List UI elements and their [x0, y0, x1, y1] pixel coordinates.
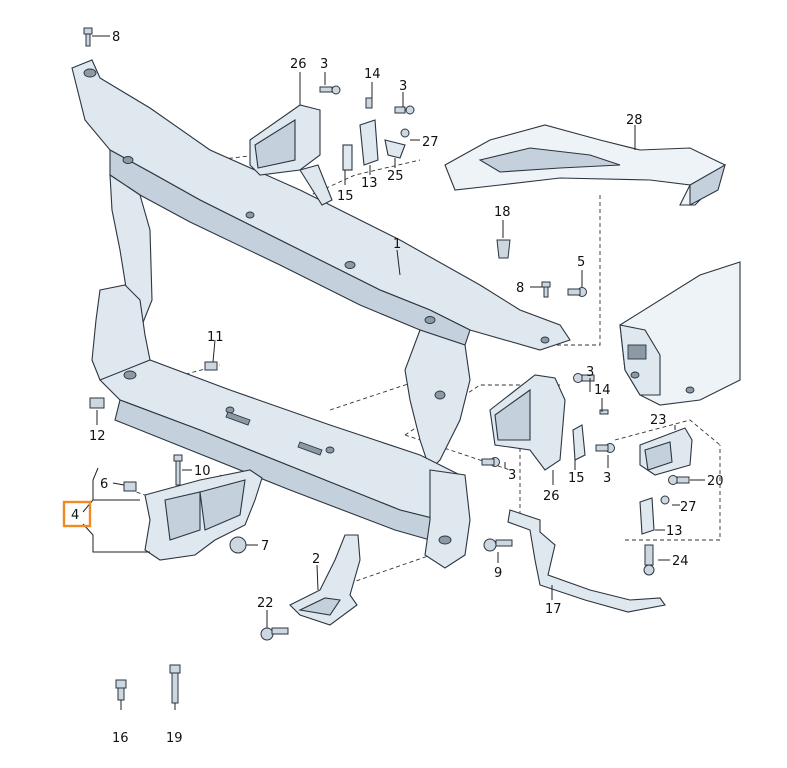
support-bracket-part	[289, 534, 361, 626]
sensor-bracket-group	[639, 427, 693, 576]
callout-11[interactable]: 11	[207, 330, 224, 345]
callout-labels: 8 26 3 14 3 27 15 13 25 28 1 18 8 5 11 1…	[71, 30, 724, 746]
mounting-bracket-part	[144, 469, 263, 561]
callout-1[interactable]: 1	[393, 237, 401, 252]
callout-15[interactable]: 15	[337, 189, 354, 204]
air-guide-part	[444, 124, 726, 206]
callout-27[interactable]: 27	[422, 135, 439, 150]
callout-5[interactable]: 5	[577, 255, 585, 270]
callout-3[interactable]: 3	[399, 79, 407, 94]
callout-14[interactable]: 14	[594, 383, 611, 398]
callout-7[interactable]: 7	[261, 539, 269, 554]
callout-13[interactable]: 13	[361, 176, 378, 191]
fasteners	[83, 27, 587, 704]
callout-23[interactable]: 23	[650, 413, 667, 428]
upper-bracket-group	[249, 85, 415, 206]
callout-9[interactable]: 9	[494, 566, 502, 581]
callout-19[interactable]: 19	[166, 731, 183, 746]
callout-8[interactable]: 8	[516, 281, 524, 296]
callout-8[interactable]: 8	[112, 30, 120, 45]
callout-22[interactable]: 22	[257, 596, 274, 611]
callout-6[interactable]: 6	[100, 477, 108, 492]
front-carrier-part	[71, 59, 571, 569]
callout-13[interactable]: 13	[666, 524, 683, 539]
callout-12[interactable]: 12	[89, 429, 106, 444]
callout-27[interactable]: 27	[680, 500, 697, 515]
callout-3[interactable]: 3	[508, 468, 516, 483]
callout-15[interactable]: 15	[568, 471, 585, 486]
callout-20[interactable]: 20	[707, 474, 724, 489]
lock-bracket-group	[481, 373, 615, 471]
callout-16[interactable]: 16	[112, 731, 129, 746]
callout-18[interactable]: 18	[494, 205, 511, 220]
body-side-member	[619, 261, 741, 406]
callout-28[interactable]: 28	[626, 113, 643, 128]
callout-10[interactable]: 10	[194, 464, 211, 479]
callout-3[interactable]: 3	[586, 365, 594, 380]
callout-3[interactable]: 3	[603, 471, 611, 486]
callout-4[interactable]: 4	[71, 508, 79, 523]
callout-17[interactable]: 17	[545, 602, 562, 617]
callout-24[interactable]: 24	[672, 554, 689, 569]
highlight-box	[62, 500, 92, 528]
callout-26[interactable]: 26	[290, 57, 307, 72]
hood-cable-part	[507, 509, 666, 613]
callout-14[interactable]: 14	[364, 67, 381, 82]
callout-26[interactable]: 26	[543, 489, 560, 504]
callout-3[interactable]: 3	[320, 57, 328, 72]
callout-2[interactable]: 2	[312, 552, 320, 567]
callout-25[interactable]: 25	[387, 169, 404, 184]
leader-lines	[82, 35, 705, 710]
